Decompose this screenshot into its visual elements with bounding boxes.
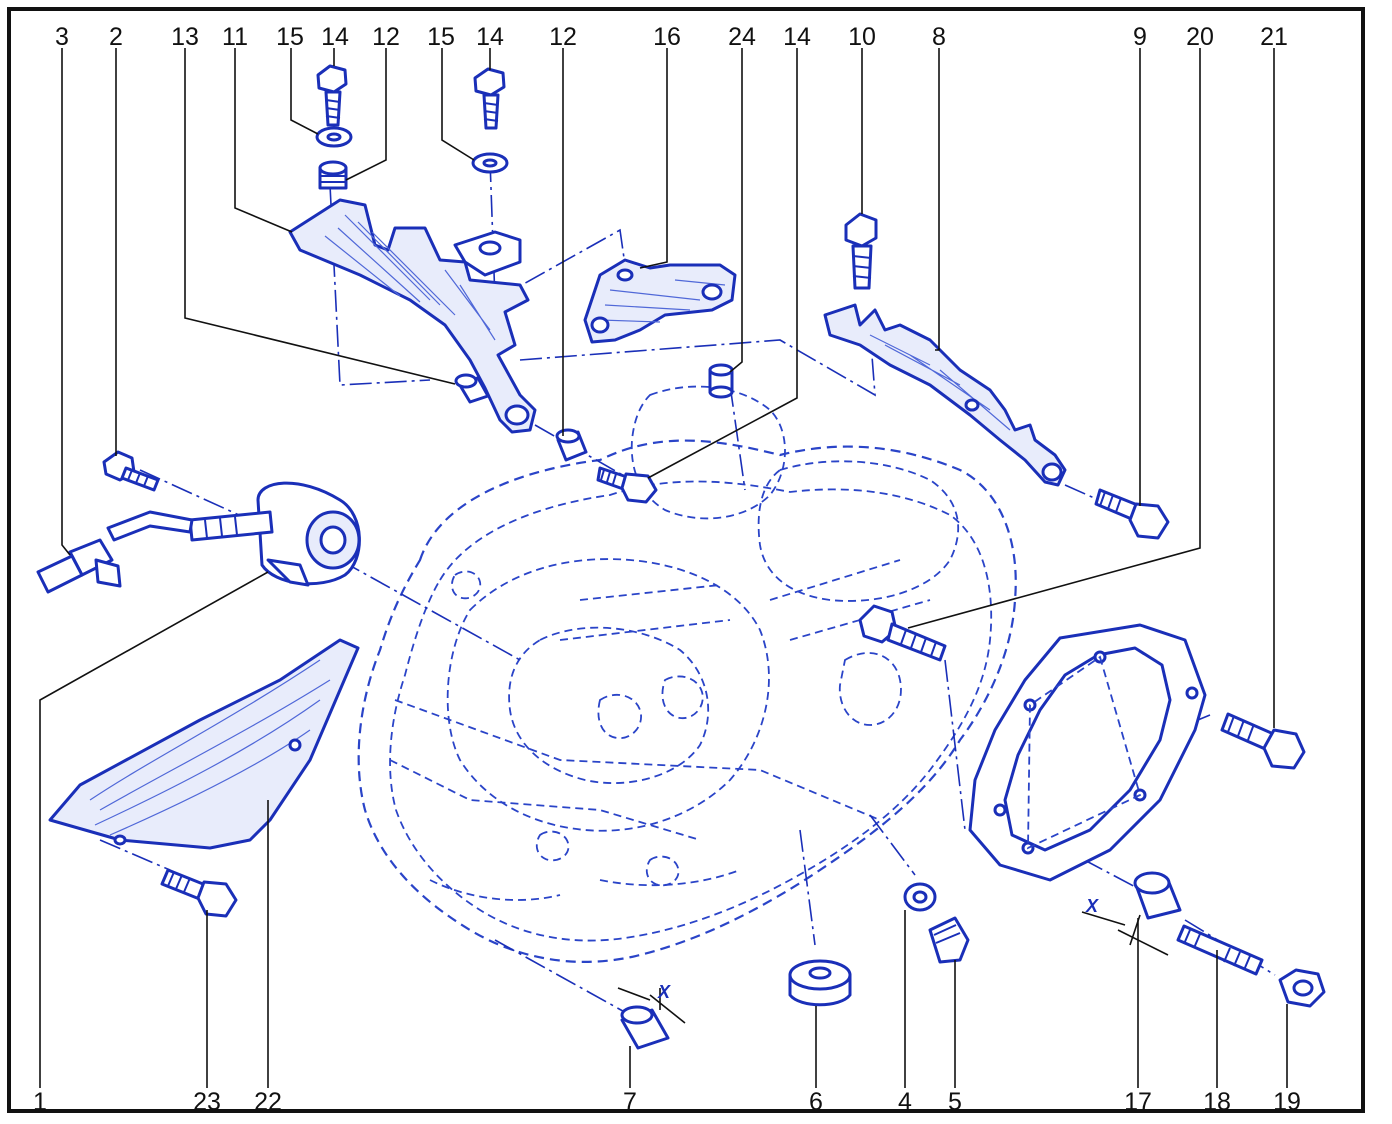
callout-3: 3 <box>55 23 69 51</box>
leader-lines <box>39 48 1288 1088</box>
callout-21: 21 <box>1260 23 1288 51</box>
callout-2: 2 <box>109 23 123 51</box>
callout-24: 24 <box>728 23 756 51</box>
plug-5 <box>928 916 970 964</box>
callout-15: 15 <box>276 23 304 51</box>
dimension-x-right: X <box>1081 896 1169 956</box>
bolt-14-left <box>316 64 348 127</box>
callout-7: 7 <box>623 1088 637 1116</box>
callout-11: 11 <box>222 23 248 51</box>
callout-18: 18 <box>1203 1088 1231 1116</box>
bracket-part-16 <box>583 258 737 344</box>
dimension-label: X <box>1085 896 1099 916</box>
callout-22: 22 <box>254 1088 282 1116</box>
dimension-label: X <box>657 982 671 1002</box>
bracket-part-11 <box>288 198 537 434</box>
bolt-14-middle <box>473 67 506 130</box>
callout-23: 23 <box>193 1088 221 1116</box>
sleeve-24 <box>708 363 734 399</box>
bolt-10 <box>844 212 878 290</box>
bushing-13 <box>454 373 490 404</box>
bushing-12-top <box>318 160 348 190</box>
callout-14: 14 <box>476 23 504 51</box>
mount-6 <box>788 959 852 1007</box>
cover-plate-part-22 <box>48 638 360 850</box>
callout-6: 6 <box>809 1088 823 1116</box>
bolt-14-lower <box>596 466 658 504</box>
bolt-9 <box>1094 488 1170 540</box>
callouts-bottom: 1 23 22 7 6 4 5 17 18 19 <box>33 1088 1301 1116</box>
callout-16: 16 <box>653 23 681 51</box>
callout-14: 14 <box>783 23 811 51</box>
assembly-axes <box>99 159 1276 1016</box>
callout-9: 9 <box>1133 23 1147 51</box>
slave-cylinder-part-1 <box>188 481 361 587</box>
callout-12: 12 <box>372 23 400 51</box>
gearbox-housing-ghost <box>357 385 1017 963</box>
callout-15: 15 <box>427 23 455 51</box>
bolt-21 <box>1220 712 1306 770</box>
sleeve-17 <box>1133 871 1182 920</box>
bolt-23 <box>160 868 238 918</box>
dimension-x-left: X <box>617 982 686 1024</box>
adapter-plate <box>968 623 1207 882</box>
callout-20: 20 <box>1186 23 1214 51</box>
callouts-top: 3 2 13 11 15 14 12 15 14 12 16 24 14 10 … <box>55 23 1288 51</box>
callout-14: 14 <box>321 23 349 51</box>
sleeve-7 <box>620 1005 670 1050</box>
nut-19 <box>1278 968 1326 1008</box>
callout-13: 13 <box>171 23 199 51</box>
bolt-2 <box>102 450 160 492</box>
callout-5: 5 <box>948 1088 962 1116</box>
bolt-20 <box>858 604 947 662</box>
bushing-12-lower <box>555 428 588 462</box>
callout-19: 19 <box>1273 1088 1301 1116</box>
stud-18 <box>1176 924 1264 976</box>
callout-10: 10 <box>848 23 876 51</box>
callout-17: 17 <box>1124 1088 1152 1116</box>
bleed-fitting-part-3 <box>36 510 194 594</box>
callout-1: 1 <box>33 1088 47 1116</box>
bracket-part-8 <box>823 303 1067 487</box>
callout-8: 8 <box>932 23 946 51</box>
callout-12: 12 <box>549 23 577 51</box>
callout-4: 4 <box>898 1088 912 1116</box>
